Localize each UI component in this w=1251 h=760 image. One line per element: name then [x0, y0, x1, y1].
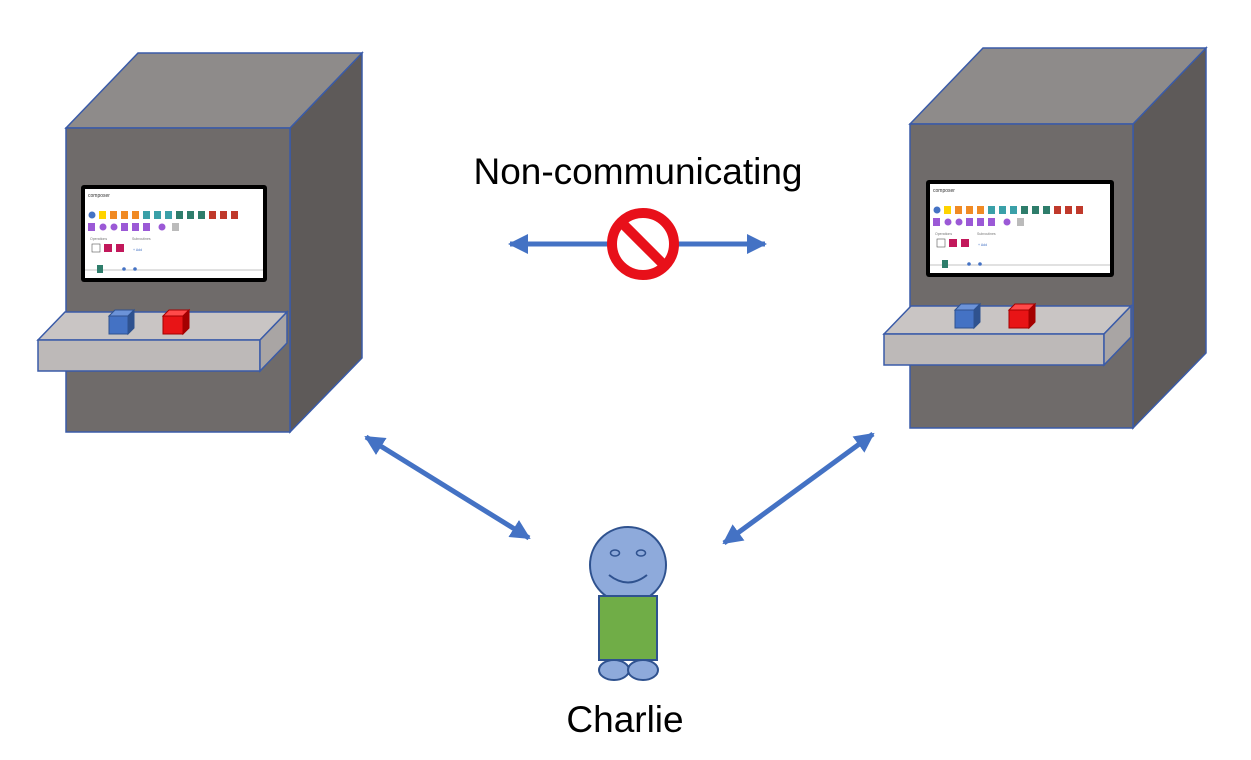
right-red-button — [1007, 302, 1037, 330]
right-charlie-double-arrow — [722, 431, 875, 546]
non-communicating-label: Non-communicating — [473, 151, 803, 192]
right-gate-row-1 — [933, 206, 1083, 214]
charlie-figure — [589, 526, 667, 681]
right-operations-heading: Operations — [935, 232, 952, 236]
charlie-right-foot — [627, 659, 659, 681]
left-add-link: + Add — [133, 248, 142, 252]
charlie-head — [589, 526, 667, 604]
charlie-left-eye — [609, 549, 621, 557]
right-subroutines-heading: Subroutines — [977, 232, 996, 236]
charlie-body — [598, 595, 658, 661]
left-gate-row-1 — [88, 211, 238, 219]
right-screen: composer — [926, 180, 1114, 277]
left-cabinet: composer — [36, 51, 364, 434]
prohibition-icon — [607, 208, 679, 280]
right-screen-title: composer — [933, 188, 955, 194]
right-control-panel — [882, 304, 1133, 367]
right-cabinet: composer — [882, 46, 1208, 430]
right-gate-row-2 — [933, 218, 1024, 226]
charlie-label: Charlie — [566, 699, 684, 740]
left-operations-heading: Operations — [90, 237, 107, 241]
left-charlie-double-arrow — [364, 434, 531, 541]
right-blue-button — [953, 302, 982, 330]
left-subroutines-heading: Subroutines — [132, 237, 151, 241]
left-blue-button — [107, 308, 136, 336]
left-gate-row-2 — [88, 223, 179, 231]
charlie-left-foot — [598, 659, 630, 681]
charlie-right-eye — [635, 549, 647, 557]
left-red-button — [161, 308, 191, 336]
left-screen-title: composer — [88, 193, 110, 199]
left-screen: composer — [81, 185, 267, 282]
right-add-link: + Add — [978, 243, 987, 247]
charlie-smile — [608, 574, 648, 584]
